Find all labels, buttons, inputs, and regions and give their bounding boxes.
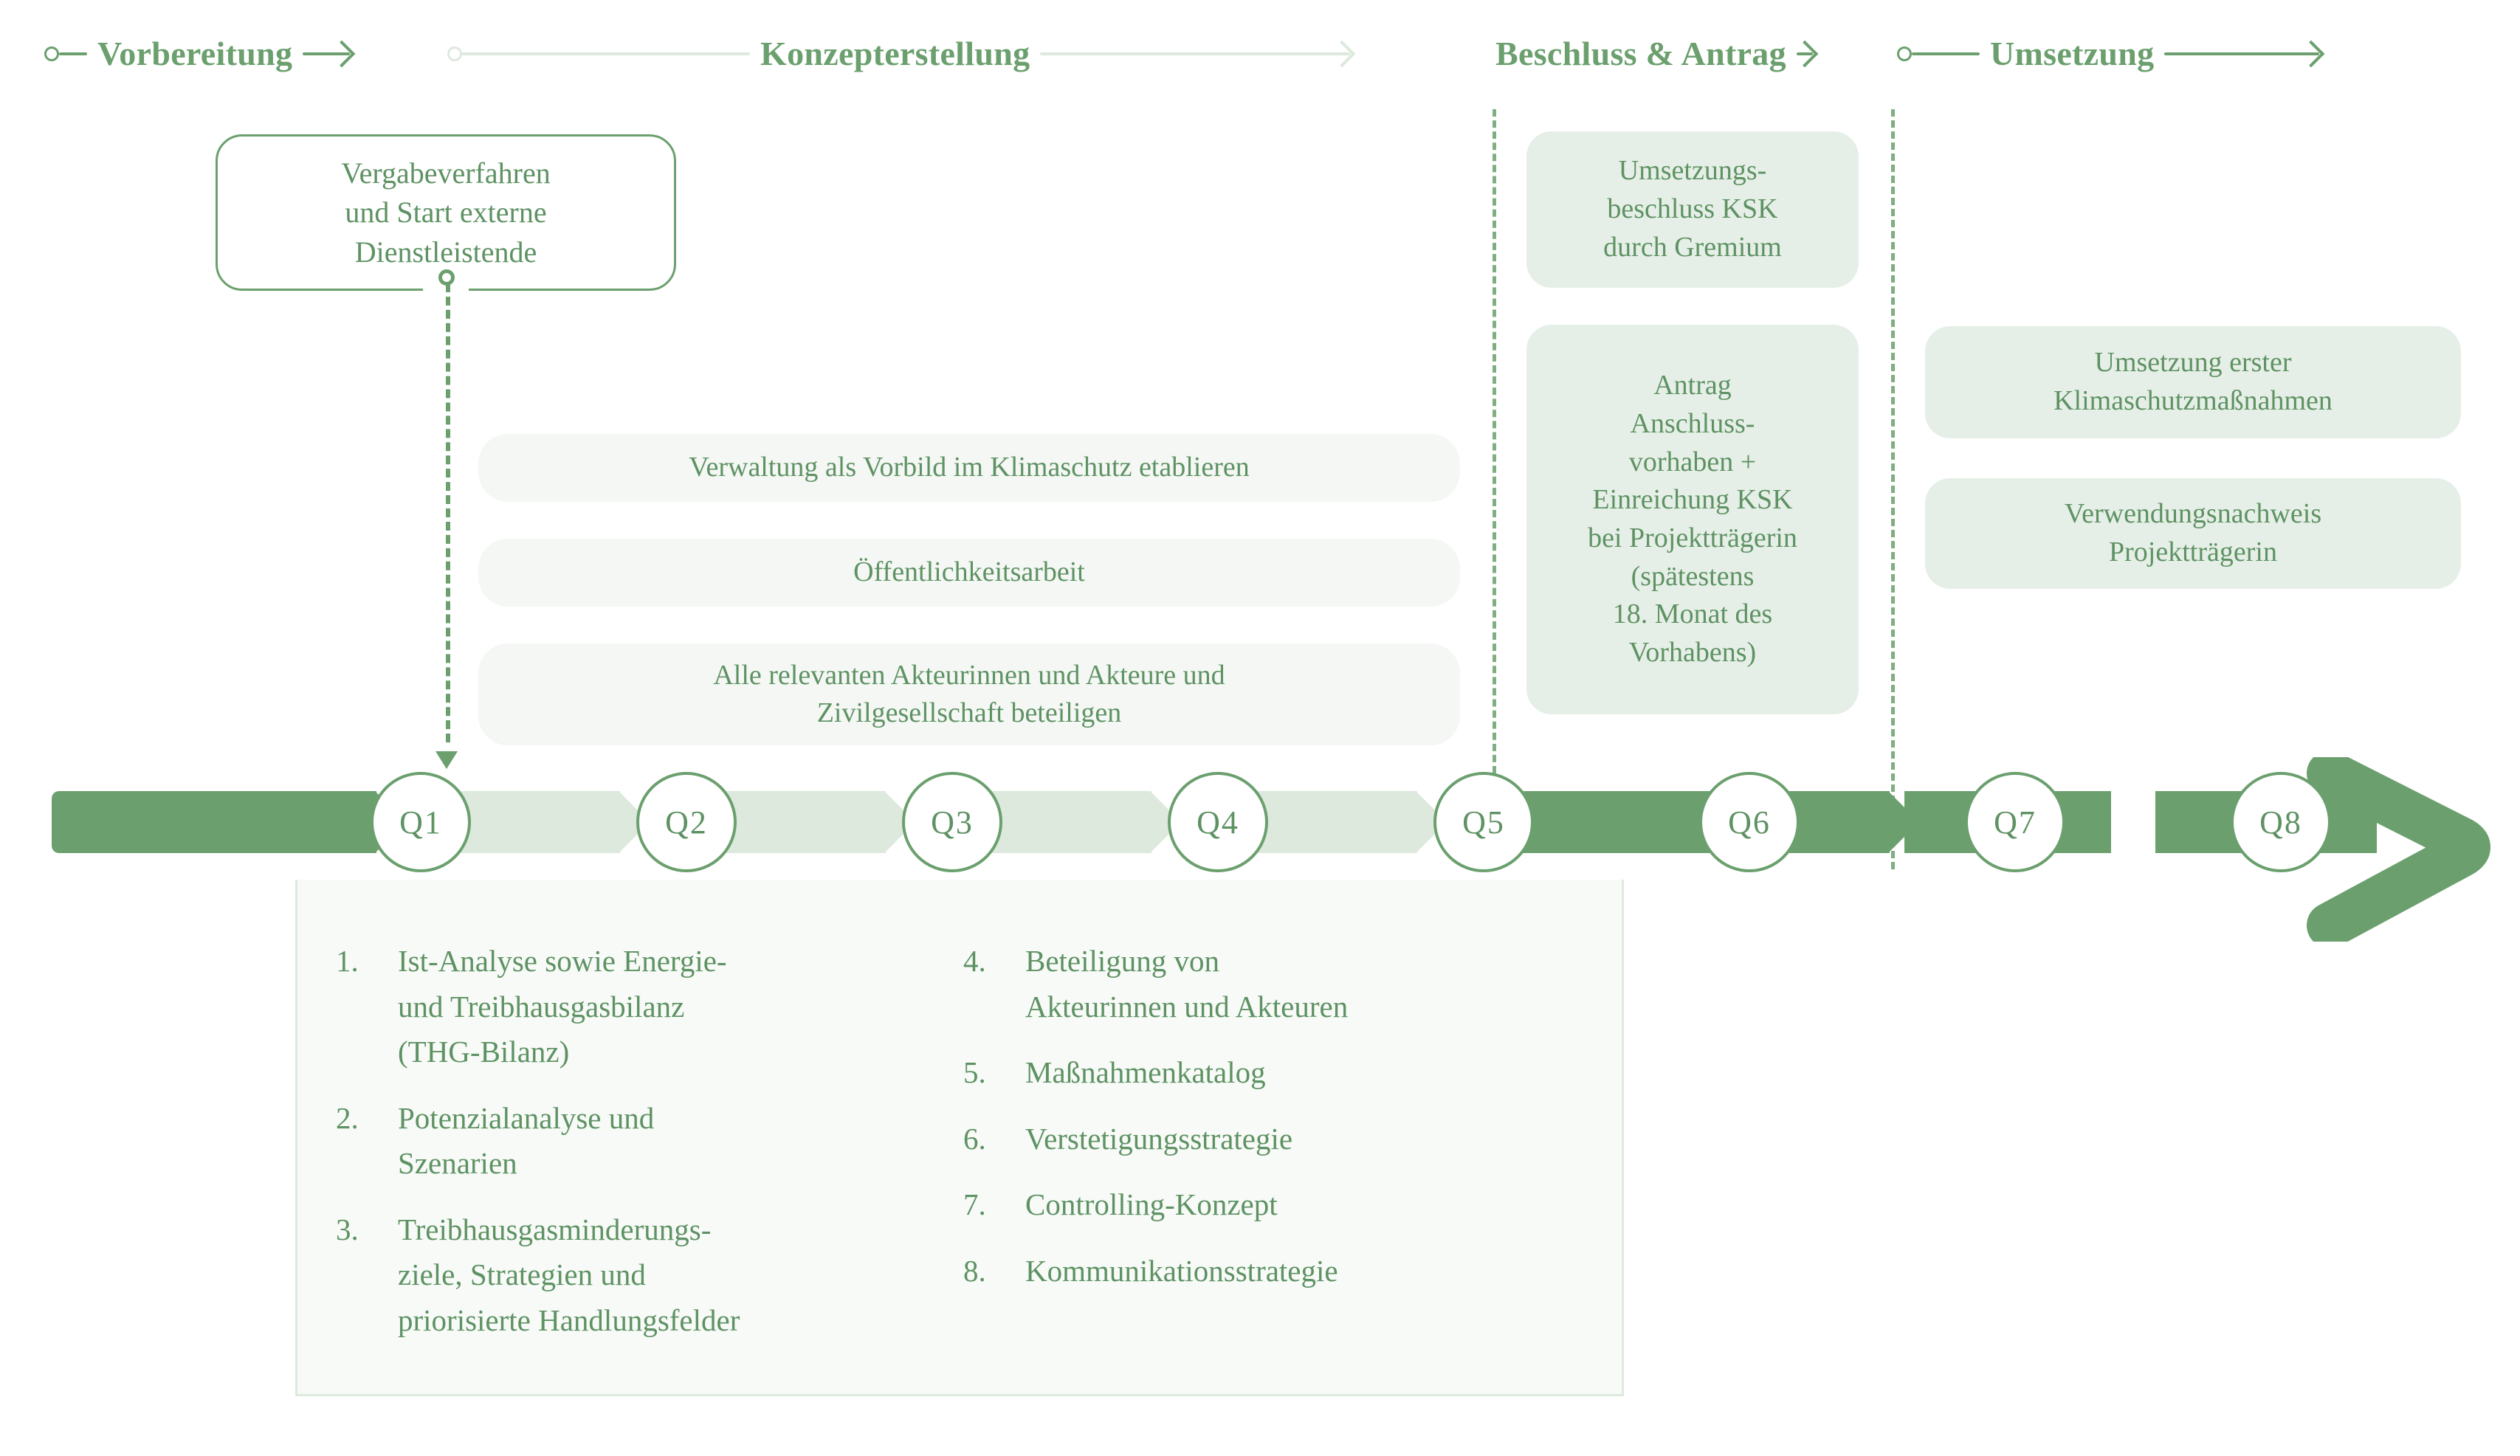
column-divider-beschluss — [1493, 109, 1496, 773]
callout-connector — [436, 269, 458, 769]
timeline-segment-q2-q3 — [723, 791, 915, 853]
phase-label: Vorbereitung — [97, 35, 293, 72]
timeline-node-q3[interactable]: Q3 — [902, 772, 1002, 872]
list-item-number: 2. — [336, 1100, 359, 1135]
list-item-text: Verstetigungsstrategie — [1025, 1121, 1293, 1156]
phase-umsetzung: Umsetzung — [1897, 31, 2320, 77]
phase-vorbereitung: Vorbereitung — [44, 31, 351, 77]
pill-verwaltung-vorbild: Verwaltung als Vorbild im Klimaschutz et… — [478, 434, 1460, 502]
list-item-number: 3. — [336, 1212, 359, 1246]
pill-verwendungsnachweis: Verwendungsnachweis Projektträgerin — [1925, 478, 2461, 589]
timeline-node-q7[interactable]: Q7 — [1965, 772, 2065, 872]
phase-label: Umsetzung — [1990, 35, 2155, 72]
list-item-number: 4. — [963, 944, 986, 978]
timeline-node-q6[interactable]: Q6 — [1699, 772, 1800, 872]
list-item: 7. Controlling-Konzept — [963, 1182, 1546, 1228]
phase-start-dot-icon — [447, 46, 462, 61]
list-item-number: 6. — [963, 1121, 986, 1156]
phase-start-dot-icon — [1897, 46, 1912, 61]
list-item-text: Ist-Analyse sowie Energie- und Treibhaus… — [398, 944, 727, 1069]
list-item-text: Kommunikationsstrategie — [1025, 1253, 1338, 1288]
pill-umsetzung-massnahmen: Umsetzung erster Klimaschutzmaßnahmen — [1925, 326, 2461, 438]
list-item: 4. Beteiligung von Akteurinnen und Akteu… — [963, 939, 1546, 1029]
phase-label: Beschluss & Antrag — [1495, 35, 1786, 72]
pill-umsetzungsbeschluss: Umsetzungs- beschluss KSK durch Gremium — [1526, 131, 1859, 288]
phase-start-dot-icon — [44, 46, 59, 61]
phase-arrow-icon — [303, 52, 351, 55]
list-item-number: 5. — [963, 1055, 986, 1089]
timeline-node-q2[interactable]: Q2 — [636, 772, 737, 872]
phase-arrow-icon — [1040, 52, 1351, 55]
timeline-segment-q1-q2 — [458, 791, 650, 853]
list-item: 6. Verstetigungsstrategie — [963, 1117, 1546, 1162]
timeline-node-q4[interactable]: Q4 — [1168, 772, 1268, 872]
callout-text: Vergabeverfahren und Start externe Diens… — [341, 156, 551, 269]
list-item: 3. Treibhausgasminderungs- ziele, Strate… — [336, 1207, 919, 1344]
timeline-segment-start — [52, 791, 406, 853]
phase-label: Konzepterstellung — [760, 35, 1030, 72]
phase-konzepterstellung: Konzepterstellung — [447, 31, 1351, 77]
phase-header-bar: Vorbereitung Konzepterstellung Beschluss… — [0, 31, 2520, 77]
phase-connector-line — [1912, 52, 1980, 55]
list-item-number: 7. — [963, 1187, 986, 1221]
column-divider-umsetzung — [1891, 109, 1895, 869]
list-item: 8. Kommunikationsstrategie — [963, 1249, 1546, 1294]
deliverables-column-left: 1. Ist-Analyse sowie Energie- und Treibh… — [336, 939, 919, 1364]
list-item-number: 8. — [963, 1253, 986, 1288]
list-item-number: 1. — [336, 944, 359, 978]
list-item: 1. Ist-Analyse sowie Energie- und Treibh… — [336, 939, 919, 1075]
timeline-end-arrow-icon — [2307, 757, 2490, 942]
timeline-segment-q6-q7 — [1786, 791, 1919, 853]
pill-antrag-anschlussvorhaben: Antrag Anschluss- vorhaben + Einreichung… — [1526, 325, 1859, 714]
timeline-segment-q3-q4 — [989, 791, 1181, 853]
list-item-text: Maßnahmenkatalog — [1025, 1055, 1266, 1089]
deliverables-list: 1. Ist-Analyse sowie Energie- und Treibh… — [336, 939, 1591, 1364]
list-item-text: Controlling-Konzept — [1025, 1187, 1278, 1221]
phase-arrow-icon — [2164, 52, 2320, 55]
deliverables-column-right: 4. Beteiligung von Akteurinnen und Akteu… — [963, 939, 1546, 1364]
phase-connector-line — [462, 52, 750, 55]
list-item-text: Treibhausgasminderungs- ziele, Strategie… — [398, 1212, 740, 1337]
connector-dashed-line — [446, 283, 450, 742]
connector-arrowhead-icon — [436, 751, 458, 769]
phase-connector-line — [59, 52, 87, 55]
timeline-segment-q4-q5 — [1255, 791, 1447, 853]
phase-arrow-icon — [1796, 52, 1813, 55]
timeline-node-q5[interactable]: Q5 — [1433, 772, 1534, 872]
list-item-text: Potenzialanalyse und Szenarien — [398, 1100, 655, 1181]
list-item: 5. Maßnahmenkatalog — [963, 1050, 1546, 1096]
pill-oeffentlichkeitsarbeit: Öffentlichkeitsarbeit — [478, 539, 1460, 607]
deliverables-panel — [295, 880, 1624, 1396]
timeline-node-q8[interactable]: Q8 — [2231, 772, 2331, 872]
timeline-node-q1[interactable]: Q1 — [371, 772, 471, 872]
list-item: 2. Potenzialanalyse und Szenarien — [336, 1096, 919, 1187]
list-item-text: Beteiligung von Akteurinnen und Akteuren — [1025, 944, 1349, 1024]
phase-beschluss-antrag: Beschluss & Antrag — [1485, 31, 1813, 77]
callout-vergabeverfahren: Vergabeverfahren und Start externe Diens… — [216, 134, 676, 291]
quarter-timeline: Q1 Q2 Q3 Q4 Q5 Q6 Q7 Q8 — [0, 757, 2520, 942]
pill-akteure-beteiligen: Alle relevanten Akteurinnen und Akteure … — [478, 644, 1460, 745]
